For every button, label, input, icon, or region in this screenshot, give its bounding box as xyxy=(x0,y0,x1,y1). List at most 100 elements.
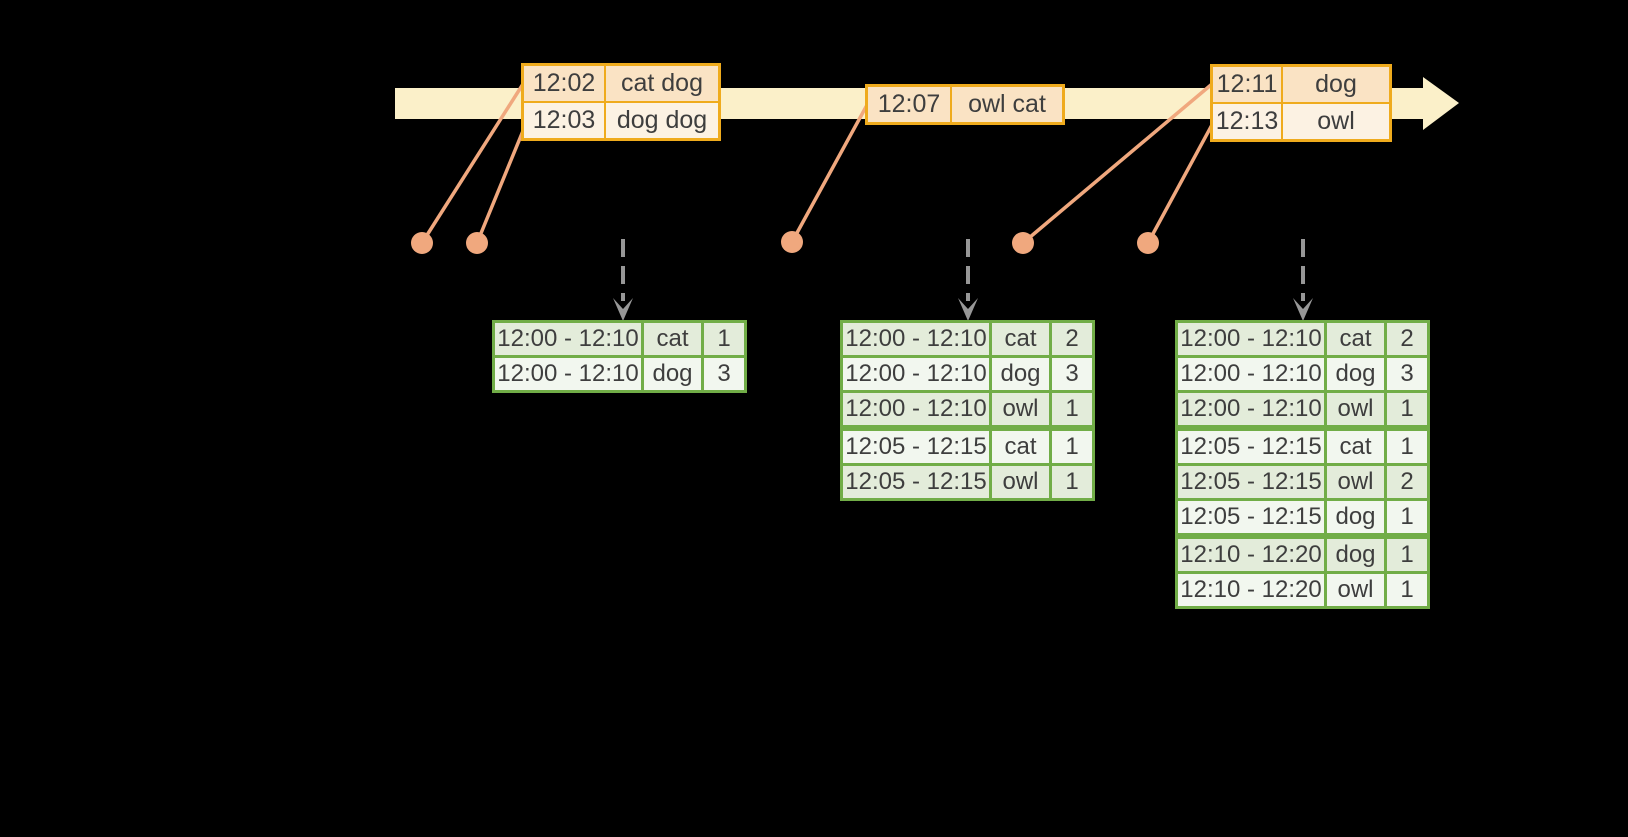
count-cell: 2 xyxy=(1384,463,1430,501)
window-range-cell: 12:00 - 12:10 xyxy=(1175,320,1327,358)
count-cell: 1 xyxy=(1049,425,1095,466)
event-connector-line xyxy=(1146,122,1215,244)
event-dots xyxy=(411,231,1159,254)
word-cell: cat xyxy=(989,425,1052,466)
event-words-cell: dog dog xyxy=(604,101,721,141)
trigger-arrows xyxy=(613,239,1313,321)
word-cell: owl xyxy=(1324,390,1387,430)
count-cell: 1 xyxy=(1384,390,1430,430)
window-range-cell: 12:10 - 12:20 xyxy=(1175,533,1327,574)
word-cell: owl xyxy=(1324,571,1387,609)
event-connector-line xyxy=(475,125,527,244)
trigger-arrow-head-icon xyxy=(1293,298,1313,321)
word-cell: owl xyxy=(1324,463,1387,501)
event-dot xyxy=(781,231,803,253)
word-cell: cat xyxy=(1324,425,1387,466)
event-connector-lines xyxy=(420,82,1215,245)
window-range-cell: 12:10 - 12:20 xyxy=(1175,571,1327,609)
word-cell: owl xyxy=(989,390,1052,430)
word-cell: cat xyxy=(989,320,1052,358)
event-time-cell: 12:11 xyxy=(1210,64,1283,104)
event-words-cell: cat dog xyxy=(604,63,721,103)
count-cell: 1 xyxy=(1049,390,1095,430)
count-cell: 1 xyxy=(1384,571,1430,609)
word-cell: cat xyxy=(1324,320,1387,358)
event-time-cell: 12:02 xyxy=(521,63,606,103)
count-cell: 2 xyxy=(1049,320,1095,358)
word-cell: dog xyxy=(989,355,1052,393)
window-range-cell: 12:00 - 12:10 xyxy=(840,320,992,358)
event-dot xyxy=(466,232,488,254)
window-range-cell: 12:05 - 12:15 xyxy=(840,425,992,466)
count-cell: 1 xyxy=(1384,425,1430,466)
event-connector-line xyxy=(790,104,869,243)
event-time-cell: 12:07 xyxy=(865,84,952,125)
window-range-cell: 12:00 - 12:10 xyxy=(1175,390,1327,430)
word-cell: dog xyxy=(1324,355,1387,393)
word-cell: dog xyxy=(641,355,704,393)
window-range-cell: 12:05 - 12:15 xyxy=(1175,425,1327,466)
count-cell: 3 xyxy=(1384,355,1430,393)
window-range-cell: 12:05 - 12:15 xyxy=(840,463,992,501)
event-time-cell: 12:03 xyxy=(521,101,606,141)
window-range-cell: 12:00 - 12:10 xyxy=(492,355,644,393)
word-cell: owl xyxy=(989,463,1052,501)
event-connector-line xyxy=(420,83,525,244)
event-words-cell: owl xyxy=(1281,102,1392,142)
event-words-cell: dog xyxy=(1281,64,1392,104)
window-range-cell: 12:00 - 12:10 xyxy=(840,355,992,393)
event-words-cell: owl cat xyxy=(950,84,1065,125)
word-cell: dog xyxy=(1324,533,1387,574)
count-cell: 1 xyxy=(701,320,747,358)
count-cell: 3 xyxy=(1049,355,1095,393)
word-cell: cat xyxy=(641,320,704,358)
window-range-cell: 12:05 - 12:15 xyxy=(1175,463,1327,501)
event-dot xyxy=(411,232,433,254)
count-cell: 1 xyxy=(1384,498,1430,538)
count-cell: 2 xyxy=(1384,320,1430,358)
event-time-cell: 12:13 xyxy=(1210,102,1283,142)
event-dot xyxy=(1012,232,1034,254)
count-cell: 3 xyxy=(701,355,747,393)
window-range-cell: 12:05 - 12:15 xyxy=(1175,498,1327,538)
trigger-arrow-head-icon xyxy=(958,298,978,321)
count-cell: 1 xyxy=(1384,533,1430,574)
window-range-cell: 12:00 - 12:10 xyxy=(492,320,644,358)
timeline-arrowhead-icon xyxy=(1423,77,1459,130)
window-range-cell: 12:00 - 12:10 xyxy=(1175,355,1327,393)
event-dot xyxy=(1137,232,1159,254)
